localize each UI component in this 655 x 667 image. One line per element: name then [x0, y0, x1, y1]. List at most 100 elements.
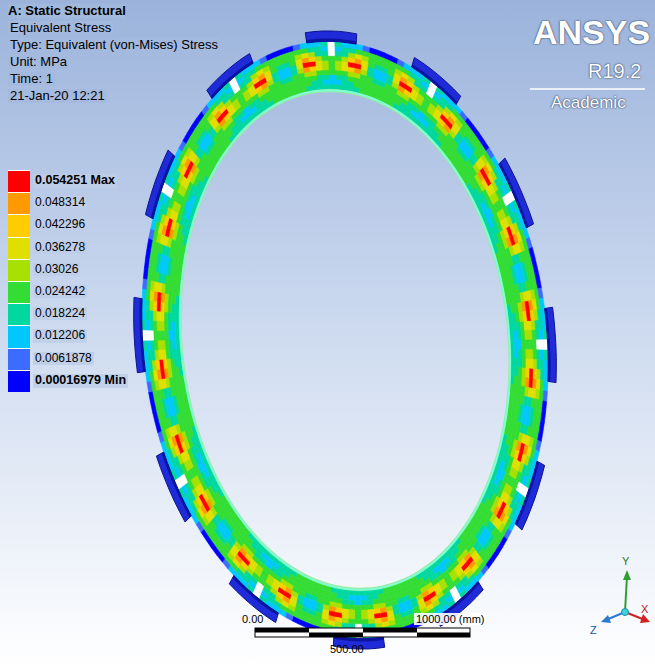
- stress-contour-cell: [300, 43, 308, 49]
- stress-contour-cell: [299, 620, 307, 628]
- stress-contour-cell: [522, 349, 526, 359]
- stress-contour-cell: [531, 257, 537, 268]
- logo-rule: [530, 88, 645, 90]
- stress-contour-cell: [318, 80, 324, 85]
- stress-contour-cell: [330, 84, 336, 89]
- stress-contour-cell: [160, 302, 164, 312]
- stress-contour-cell: [317, 70, 324, 75]
- stress-contour-cell: [164, 312, 168, 322]
- stress-contour-cell: [336, 75, 342, 80]
- logo-text: ANSYS: [533, 14, 650, 51]
- stress-contour-cell: [322, 51, 329, 56]
- stress-contour-cell: [323, 65, 330, 70]
- stress-contour-cell: [355, 620, 362, 625]
- stress-contour-cell: [155, 421, 161, 432]
- axis-label: X: [641, 603, 648, 615]
- stress-contour-cell: [363, 46, 370, 53]
- stress-contour-cell: [153, 320, 157, 330]
- stress-contour-cell: [142, 288, 146, 299]
- stress-contour-cell: [157, 321, 161, 331]
- stress-contour-cell: [157, 301, 161, 311]
- stress-contour-cell: [336, 80, 342, 85]
- stress-contour-cell: [321, 46, 328, 51]
- stress-contour-cell: [526, 368, 530, 378]
- stress-contour-cell: [366, 595, 372, 600]
- magnet-side: [233, 576, 279, 616]
- stress-contour-cell: [354, 605, 360, 610]
- scale-end: 1000.00 (mm): [414, 613, 486, 625]
- stress-contour-cell: [356, 44, 363, 50]
- stress-contour-cell: [292, 616, 300, 624]
- magnet-block: [412, 58, 461, 105]
- stress-contour-cell: [149, 300, 153, 311]
- stress-contour-cell: [529, 247, 535, 258]
- stress-contour-cell: [541, 350, 545, 360]
- legend-value: 0.0061878: [33, 352, 94, 365]
- axis-triad: [601, 570, 650, 623]
- legend-value: 0.024242: [33, 285, 87, 298]
- stress-contour-cell: [317, 75, 324, 80]
- magnet-side: [515, 461, 539, 525]
- stress-contour-cell: [168, 321, 172, 330]
- stress-contour-cell: [335, 65, 341, 70]
- stress-contour-cell: [348, 600, 354, 605]
- stress-contour-cell: [361, 605, 368, 610]
- y-arrow: [623, 570, 631, 580]
- stress-contour-cell: [523, 228, 529, 239]
- magnet-side: [211, 61, 254, 99]
- stress-contour-cell: [511, 358, 515, 367]
- stress-contour-cell: [519, 358, 523, 368]
- stress-contour-cell: [149, 320, 153, 330]
- x-arrow: [640, 614, 650, 623]
- stress-contour-cell: [329, 75, 335, 80]
- magnet-face: [207, 54, 253, 99]
- stress-contour-cell: [329, 70, 335, 75]
- magnet-face: [156, 452, 191, 522]
- stress-contour-cell: [336, 70, 342, 75]
- stress-contour-cell: [526, 359, 530, 369]
- unit: Unit: MPa: [8, 55, 69, 69]
- stress-contour-cell: [539, 421, 544, 432]
- stress-contour-cell: [370, 48, 378, 55]
- timestamp: 21-Jan-20 12:21: [8, 89, 107, 103]
- stress-contour-cell: [323, 75, 329, 80]
- magnet-block: [145, 150, 174, 219]
- legend-value: 0.012206: [33, 329, 87, 342]
- stress-contour-cell: [329, 60, 336, 65]
- stress-contour-cell: [397, 59, 405, 67]
- stress-contour-cell: [533, 369, 537, 379]
- inner-rim-stripe: [180, 90, 510, 589]
- stress-contour-cell: [175, 313, 179, 322]
- magnet-face: [134, 297, 146, 372]
- stress-contour-cell: [286, 46, 294, 53]
- ring-model: [134, 31, 557, 649]
- stress-contour-cell: [522, 368, 526, 378]
- magnet-side: [306, 39, 356, 45]
- stress-contour-cell: [355, 615, 362, 620]
- scale-bar-segment: [255, 628, 309, 633]
- stress-contour-cell: [544, 381, 548, 392]
- y-axis: [625, 576, 627, 612]
- stress-contour-cell: [146, 299, 150, 310]
- stress-contour-cell: [361, 620, 368, 625]
- legend-value: 0.00016979 Min: [33, 374, 128, 388]
- stress-contour-cell: [168, 312, 172, 322]
- result-type: Equivalent Stress: [8, 21, 113, 35]
- stress-contour-cell: [149, 391, 155, 402]
- stress-contour-cell: [149, 310, 153, 320]
- stress-contour-cell: [534, 268, 540, 279]
- stress-contour-cell: [515, 358, 519, 367]
- legend-swatch: [8, 237, 30, 259]
- stress-contour-cell: [324, 84, 330, 89]
- legend-value: 0.018224: [33, 307, 87, 320]
- stress-contour-cell: [329, 56, 336, 61]
- stress-contour-cell: [324, 79, 330, 84]
- stress-contour-cell: [144, 258, 149, 269]
- stress-contour-cell: [158, 431, 164, 442]
- magnet-block: [207, 54, 253, 99]
- stress-contour-cell: [530, 350, 534, 360]
- stress-contour-cell: [348, 614, 355, 619]
- stress-contour-cell: [533, 350, 537, 360]
- stress-contour-cell: [146, 248, 151, 259]
